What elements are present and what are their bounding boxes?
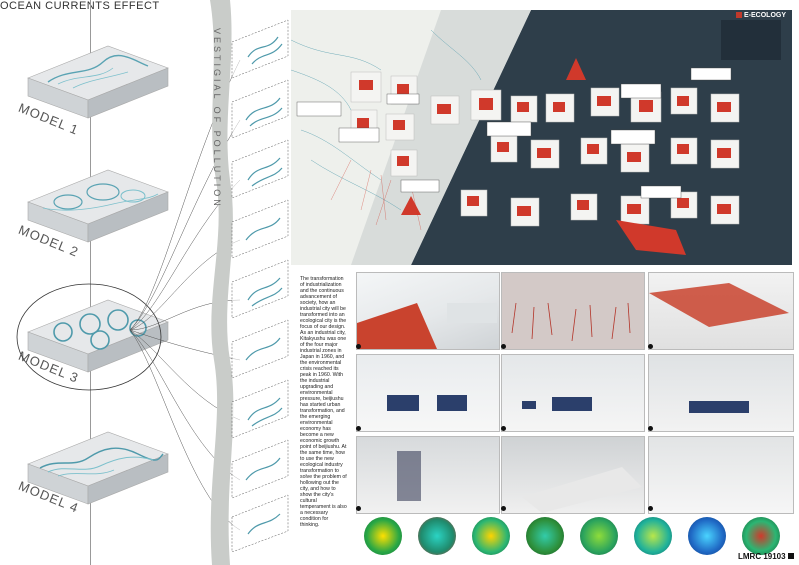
marker-dot [501, 506, 506, 511]
model-3-plate [27, 299, 169, 373]
marker-dot [648, 344, 653, 349]
marker-dot [648, 426, 653, 431]
highlight-circle [16, 283, 162, 391]
pollution-spine [210, 0, 234, 565]
guide-line [90, 0, 91, 565]
render-photo-2 [501, 272, 645, 350]
project-code: LMRC 19103 [738, 552, 794, 561]
render-photo-6 [648, 354, 794, 432]
analysis-circle [634, 517, 672, 555]
marker-dot [356, 344, 361, 349]
badge-text: E-ECOLOGY [744, 12, 787, 19]
marker-dot [648, 506, 653, 511]
marker-dot [356, 506, 361, 511]
current-diagrams [231, 19, 289, 552]
render-photo-8 [501, 436, 645, 514]
analysis-circle [418, 517, 456, 555]
site-map [291, 10, 792, 265]
render-photo-4 [356, 354, 500, 432]
analysis-circle [742, 517, 780, 555]
marker-dot [356, 426, 361, 431]
model-4-plate [27, 431, 169, 505]
render-photo-9 [648, 436, 794, 514]
render-photo-7 [356, 436, 500, 514]
model-2-plate [27, 169, 169, 243]
render-photo-5 [501, 354, 645, 432]
code-block-icon [787, 553, 794, 559]
badge-square-icon [736, 12, 742, 19]
render-photo-1 [356, 272, 500, 350]
marker-dot [501, 426, 506, 431]
analysis-circle [364, 517, 402, 555]
ecology-badge: E-ECOLOGY [736, 12, 786, 19]
project-code-text: LMRC 19103 [738, 552, 786, 561]
spine-label: VESTIGIAL OF POLLUTION [212, 28, 222, 209]
page-title: OCEAN CURRENTS EFFECT [0, 0, 160, 12]
analysis-circle [472, 517, 510, 555]
render-photo-3 [648, 272, 794, 350]
marker-dot [501, 344, 506, 349]
analysis-circle [526, 517, 564, 555]
design-description: The transformation of industrialization … [300, 276, 347, 528]
analysis-circle [580, 517, 618, 555]
analysis-circle [688, 517, 726, 555]
model-1-plate [27, 45, 169, 119]
